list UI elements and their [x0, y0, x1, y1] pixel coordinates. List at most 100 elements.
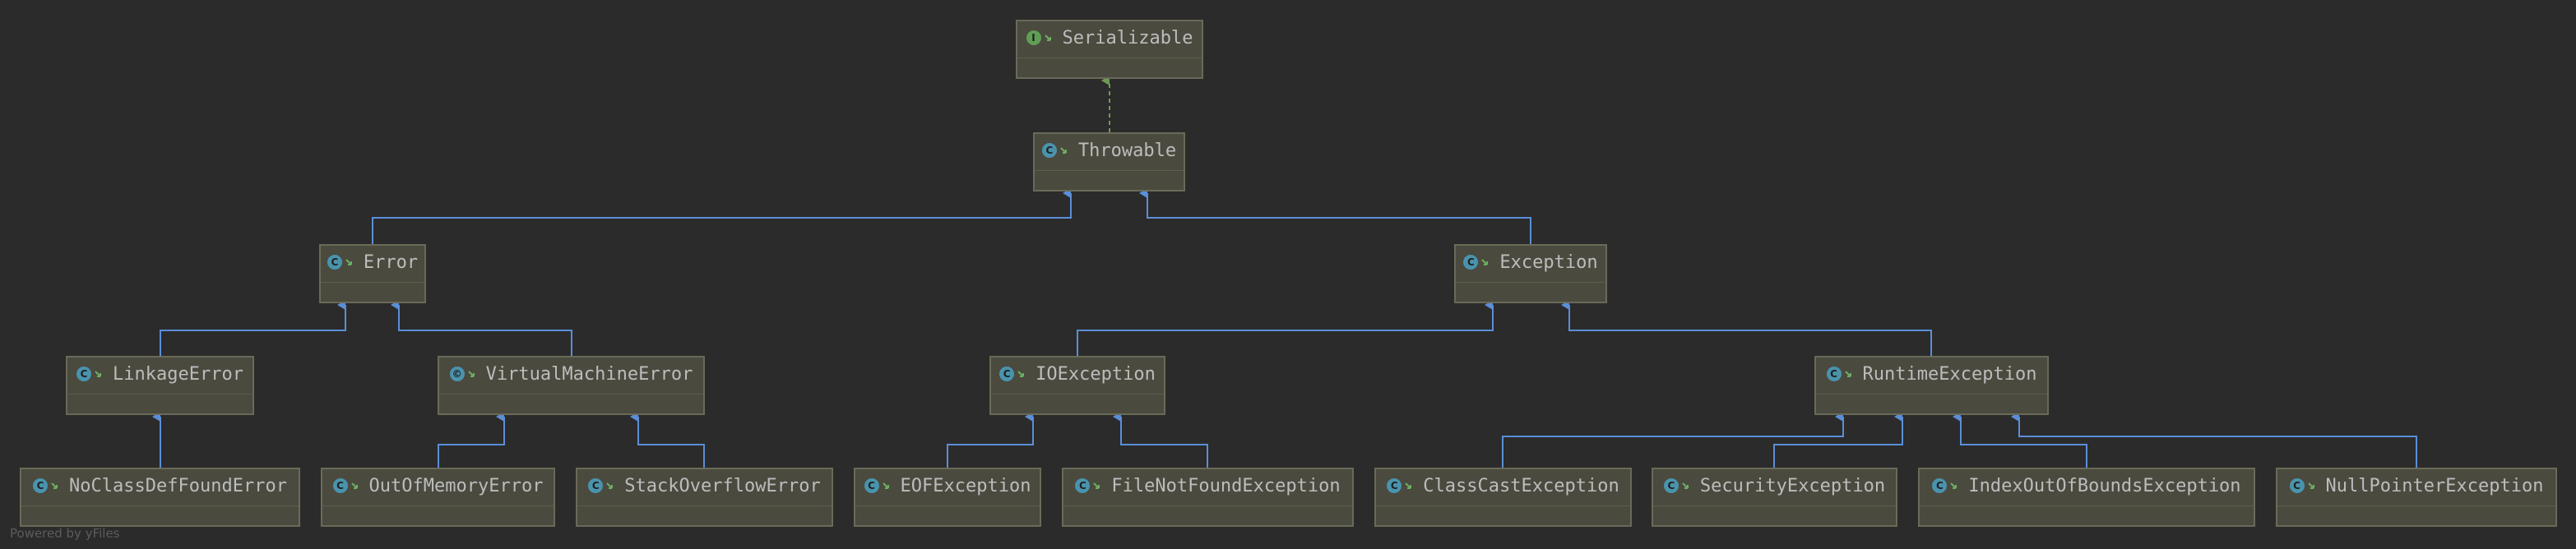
edge-error-to-throwable — [372, 188, 1072, 244]
node-divider — [322, 505, 554, 506]
node-label: IndexOutOfBoundsException — [1968, 475, 2241, 496]
abstract-class-icon: © — [449, 367, 465, 381]
node-label: NoClassDefFoundError — [69, 475, 287, 496]
public-visibility-icon — [1682, 482, 1689, 489]
node-error[interactable]: C Error — [319, 244, 426, 303]
public-visibility-icon — [606, 482, 614, 489]
node-label: FileNotFoundException — [1111, 475, 1341, 496]
node-exception[interactable]: C Exception — [1454, 244, 1607, 303]
node-label: NullPointerException — [2325, 475, 2544, 496]
edge-virtual-machine-error-to-error — [391, 300, 572, 356]
node-serializable[interactable]: I Serializable — [1016, 20, 1203, 79]
edge-null-pointer-exception-to-runtime-exception — [2011, 412, 2417, 468]
node-divider — [1653, 505, 1896, 506]
node-virtual-machine-error[interactable]: © VirtualMachineError — [438, 356, 705, 415]
node-label: ClassCastException — [1423, 475, 1619, 496]
node-label: RuntimeException — [1862, 363, 2037, 385]
public-visibility-icon — [1044, 35, 1051, 41]
node-label: Error — [363, 251, 419, 273]
node-header: C IOException — [991, 358, 1164, 390]
public-visibility-icon — [1950, 482, 1957, 489]
node-divider — [1920, 505, 2254, 506]
class-icon: C — [1041, 143, 1057, 158]
interface-icon: I — [1026, 30, 1041, 45]
node-divider — [1035, 170, 1184, 171]
node-label: EOFException — [900, 475, 1031, 496]
public-visibility-icon — [1481, 259, 1489, 265]
node-throwable[interactable]: C Throwable — [1033, 132, 1185, 191]
public-visibility-icon — [95, 371, 102, 377]
public-visibility-icon — [1017, 371, 1025, 377]
node-divider — [1063, 505, 1352, 506]
edge-class-cast-exception-to-runtime-exception — [1502, 412, 1844, 468]
node-header: C RuntimeException — [1816, 358, 2047, 390]
node-divider — [21, 505, 299, 506]
edge-runtime-exception-to-exception — [1561, 300, 1932, 356]
node-divider — [1376, 505, 1630, 506]
node-header: C StackOverflowError — [577, 469, 832, 502]
edge-stack-overflow-error-to-virtual-machine-error — [630, 412, 705, 468]
node-null-pointer-exception[interactable]: C NullPointerException — [2276, 468, 2557, 527]
public-visibility-icon — [51, 482, 58, 489]
class-icon: C — [999, 367, 1015, 381]
class-icon: C — [588, 478, 604, 493]
node-linkage-error[interactable]: C LinkageError — [66, 356, 254, 415]
node-label: Serializable — [1062, 27, 1193, 48]
node-divider — [321, 282, 424, 283]
public-visibility-icon — [345, 259, 352, 265]
node-header: C IndexOutOfBoundsException — [1920, 469, 2254, 502]
node-header: © VirtualMachineError — [439, 358, 703, 390]
node-io-exception[interactable]: C IOException — [989, 356, 1165, 415]
edge-file-not-found-exception-to-io-exception — [1113, 412, 1208, 468]
public-visibility-icon — [350, 482, 358, 489]
edge-index-out-of-bounds-exception-to-runtime-exception — [1953, 412, 2087, 468]
edge-out-of-memory-error-to-virtual-machine-error — [438, 412, 505, 468]
node-stack-overflow-error[interactable]: C StackOverflowError — [576, 468, 833, 527]
powered-by-footer: Powered by yFiles — [10, 526, 120, 541]
class-icon: C — [33, 478, 49, 493]
node-label: Throwable — [1077, 140, 1177, 161]
node-label: SecurityException — [1699, 475, 1886, 496]
public-visibility-icon — [1093, 482, 1100, 489]
node-header: C Error — [321, 246, 424, 279]
edge-security-exception-to-runtime-exception — [1773, 412, 1903, 468]
node-header: C Exception — [1456, 246, 1605, 279]
node-divider — [1456, 282, 1605, 283]
edge-io-exception-to-exception — [1077, 300, 1494, 356]
public-visibility-icon — [2307, 482, 2314, 489]
class-icon: C — [1826, 367, 1842, 381]
public-visibility-icon — [1060, 147, 1067, 154]
node-runtime-exception[interactable]: C RuntimeException — [1814, 356, 2049, 415]
node-no-class-def-found-error[interactable]: C NoClassDefFoundError — [20, 468, 300, 527]
node-label: StackOverflowError — [624, 475, 821, 496]
edge-exception-to-throwable — [1139, 188, 1531, 244]
node-label: IOException — [1035, 363, 1156, 385]
edge-eof-exception-to-io-exception — [947, 412, 1034, 468]
class-icon: C — [1932, 478, 1948, 493]
class-icon: C — [327, 255, 342, 270]
node-label: Exception — [1499, 251, 1598, 273]
class-icon: C — [2289, 478, 2305, 493]
node-index-out-of-bounds-exception[interactable]: C IndexOutOfBoundsException — [1918, 468, 2255, 527]
class-icon: C — [76, 367, 92, 381]
node-divider — [855, 505, 1040, 506]
node-header: C NullPointerException — [2277, 469, 2555, 502]
class-icon: C — [1463, 255, 1479, 270]
node-header: I Serializable — [1017, 21, 1202, 54]
node-label: LinkageError — [113, 363, 243, 385]
node-label: VirtualMachineError — [485, 363, 693, 385]
node-header: C NoClassDefFoundError — [21, 469, 299, 502]
edge-linkage-error-to-error — [160, 300, 346, 356]
public-visibility-icon — [882, 482, 889, 489]
